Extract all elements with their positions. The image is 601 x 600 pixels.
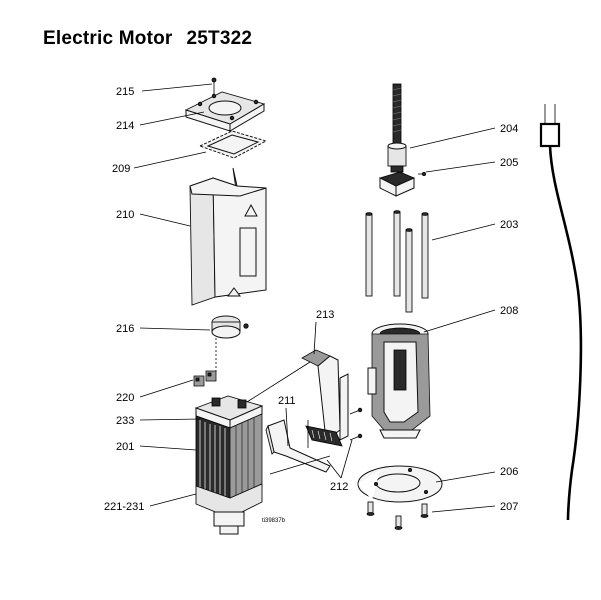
callout-209: 209 [112,163,130,175]
callout-211: 211 [278,395,296,407]
callout-212: 212 [330,481,348,493]
callout-201: 201 [116,441,134,453]
part-213-channel [301,349,349,447]
callout-207: 207 [500,501,518,513]
callout-205: 205 [500,157,518,169]
part-216-switch [211,315,249,372]
diagram-title: Electric Motor 25T322 [43,28,252,50]
part-212-screws [349,407,363,441]
title-part-number: 25T322 [186,28,253,49]
power-cord [539,104,583,521]
callout-210: 210 [116,209,134,221]
part-204-lead-screw [387,83,407,173]
part-220-connector [193,370,217,387]
callout-labels: 215 214 209 210 216 220 233 201 221-231 … [104,86,518,524]
part-209-gasket [198,130,268,159]
part-211-bracket [265,419,331,473]
callout-215: 215 [116,86,134,98]
callout-203: 203 [500,219,518,231]
part-201-motor [194,395,264,535]
leader-lines [133,83,496,513]
part-205-coupler [378,171,426,197]
part-215-screws [211,77,217,95]
callout-208: 208 [500,305,518,317]
part-206-plate [357,465,443,503]
callout-206: 206 [500,466,518,478]
callout-216: 216 [116,323,134,335]
part-208-housing [367,323,431,439]
callout-221-231: 221-231 [104,501,144,513]
callout-214: 214 [116,120,134,132]
callout-220: 220 [116,392,134,404]
part-214-cover-plate [184,91,266,132]
part-210-shroud [189,167,267,306]
callout-233: 233 [116,415,134,427]
part-207-bolts [366,501,429,530]
title-name: Electric Motor [43,28,173,49]
callout-204: 204 [500,123,518,135]
figure-id: ti39837b [262,518,286,524]
part-203-tie-rods [365,210,429,313]
callout-213: 213 [316,309,334,321]
